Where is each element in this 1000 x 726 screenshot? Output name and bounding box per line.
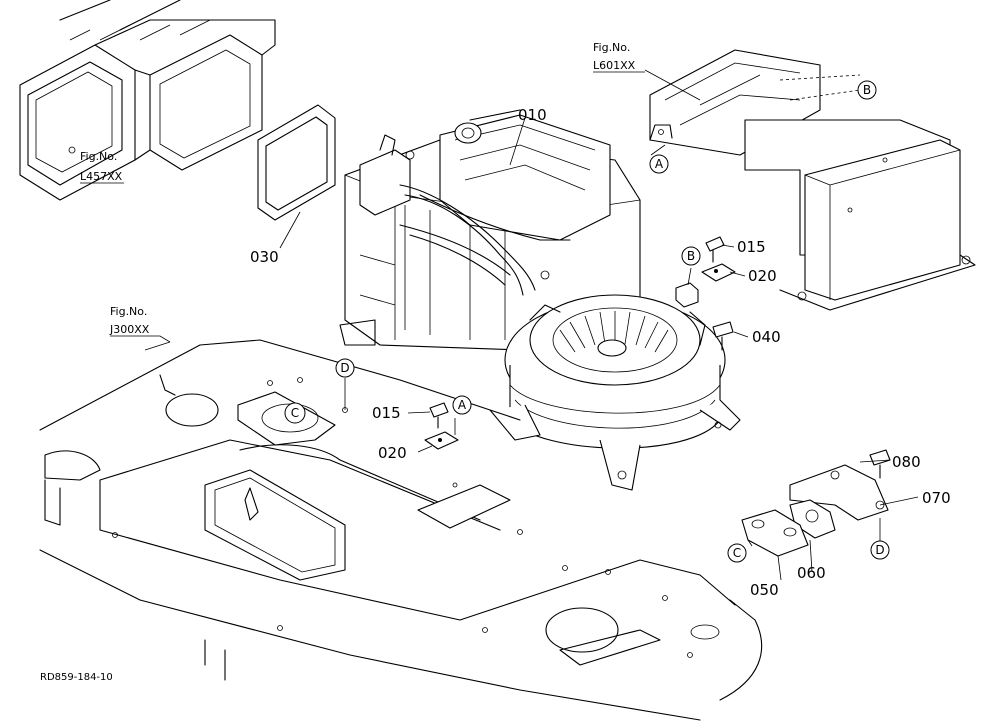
marker-d-plate: D xyxy=(335,358,355,378)
marker-a-top-text: A xyxy=(655,157,664,171)
part-label-040: 040 xyxy=(752,328,781,346)
leader-lines xyxy=(111,69,919,581)
duct-assembly-l457 xyxy=(19,0,276,201)
part-label-050: 050 xyxy=(750,581,779,599)
bolt-015-left xyxy=(429,402,449,429)
fig-ref-l457-line1: Fig.No. xyxy=(80,150,117,163)
duct-assembly-l601 xyxy=(649,49,976,311)
part-label-080: 080 xyxy=(892,453,921,471)
marker-a-top: A xyxy=(649,154,669,174)
marker-b-top: B xyxy=(857,80,877,100)
part-label-015-left: 015 xyxy=(372,404,401,422)
fig-ref-j300-line2: J300XX xyxy=(109,323,150,336)
part-label-020-left: 020 xyxy=(378,444,407,462)
marker-d-bracket: D xyxy=(870,540,890,560)
part-label-020-right: 020 xyxy=(748,267,777,285)
fig-ref-j300: Fig.No. J300XX xyxy=(109,305,171,343)
clip-020-left xyxy=(424,431,459,450)
marker-b-mid-text: B xyxy=(687,249,695,263)
part-label-060: 060 xyxy=(797,564,826,582)
bolt-015-right xyxy=(705,236,725,263)
bolt-080 xyxy=(869,449,891,479)
marker-c-bracket-text: C xyxy=(733,546,741,560)
part-label-010: 010 xyxy=(518,106,547,124)
clip-020-right xyxy=(701,263,736,282)
drawing-code: RD859-184-10 xyxy=(40,672,113,683)
fig-ref-l457: Fig.No. L457XX xyxy=(80,150,124,184)
marker-d-bracket-text: D xyxy=(875,543,884,557)
part-label-015-right: 015 xyxy=(737,238,766,256)
fig-ref-l601: Fig.No. L601XX xyxy=(593,41,645,73)
marker-a-mid: A xyxy=(452,395,472,415)
part-label-070: 070 xyxy=(922,489,951,507)
fig-ref-l601-line1: Fig.No. xyxy=(593,41,630,54)
bolt-040 xyxy=(712,321,734,351)
marker-b-top-text: B xyxy=(863,83,871,97)
marker-d-plate-text: D xyxy=(340,361,349,375)
bracket-070 xyxy=(789,464,889,521)
fig-ref-l457-line2: L457XX xyxy=(80,170,123,183)
fig-ref-l601-line2: L601XX xyxy=(593,59,636,72)
fig-ref-j300-line1: Fig.No. xyxy=(110,305,147,318)
seal-030 xyxy=(257,104,336,221)
marker-b-mid: B xyxy=(681,246,701,266)
part-label-030: 030 xyxy=(250,248,279,266)
block-b-mid xyxy=(675,282,699,308)
marker-c-plate: C xyxy=(284,402,306,424)
heater-unit-010 xyxy=(339,109,741,491)
marker-c-bracket: C xyxy=(727,543,747,563)
marker-c-plate-text: C xyxy=(291,406,299,420)
marker-a-mid-text: A xyxy=(458,398,467,412)
